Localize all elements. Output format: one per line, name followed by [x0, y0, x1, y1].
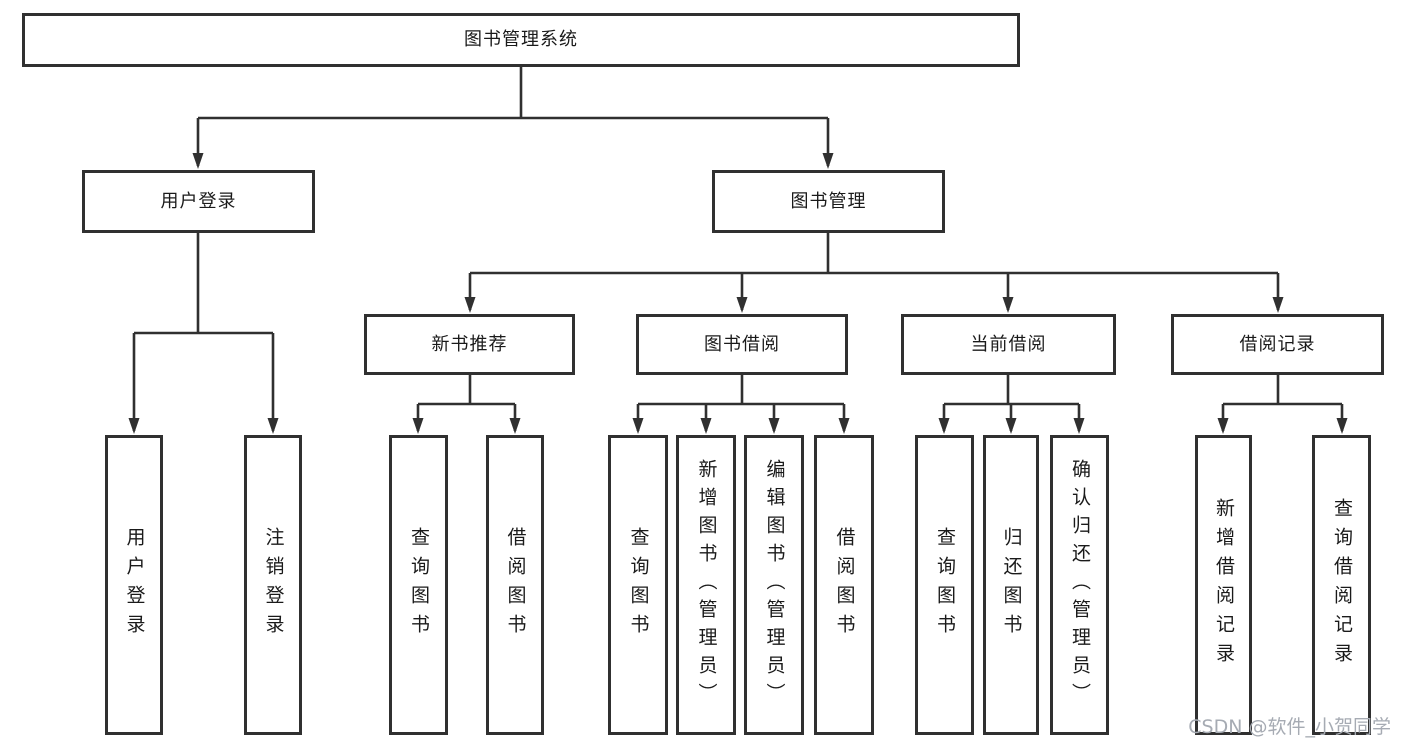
leaf-return-books: 归还图书 — [983, 435, 1039, 735]
leaf-borrow-books-recommend: 借阅图书 — [486, 435, 544, 735]
leaf-query-books-borrowing: 查询图书 — [608, 435, 668, 735]
node-root-library-management-system: 图书管理系统 — [22, 13, 1020, 67]
node-user-login: 用户登录 — [82, 170, 315, 233]
leaf-query-books-recommend: 查询图书 — [389, 435, 448, 735]
leaf-confirm-return-admin: 确认归还（管理员） — [1050, 435, 1109, 735]
leaf-add-books-admin: 新增图书（管理员） — [676, 435, 736, 735]
node-book-borrowing: 图书借阅 — [636, 314, 848, 375]
leaf-borrow-books: 借阅图书 — [814, 435, 874, 735]
leaf-add-borrow-record: 新增借阅记录 — [1195, 435, 1252, 735]
node-borrowing-records: 借阅记录 — [1171, 314, 1384, 375]
leaf-logout: 注销登录 — [244, 435, 302, 735]
node-book-management: 图书管理 — [712, 170, 945, 233]
leaf-edit-books-admin: 编辑图书（管理员） — [744, 435, 804, 735]
csdn-watermark: CSDN @软件_小贺同学 — [1188, 716, 1391, 738]
leaf-query-borrow-record: 查询借阅记录 — [1312, 435, 1371, 735]
leaf-user-login: 用户登录 — [105, 435, 163, 735]
leaf-query-books-current: 查询图书 — [915, 435, 974, 735]
node-new-book-recommendation: 新书推荐 — [364, 314, 575, 375]
node-current-borrowing: 当前借阅 — [901, 314, 1116, 375]
